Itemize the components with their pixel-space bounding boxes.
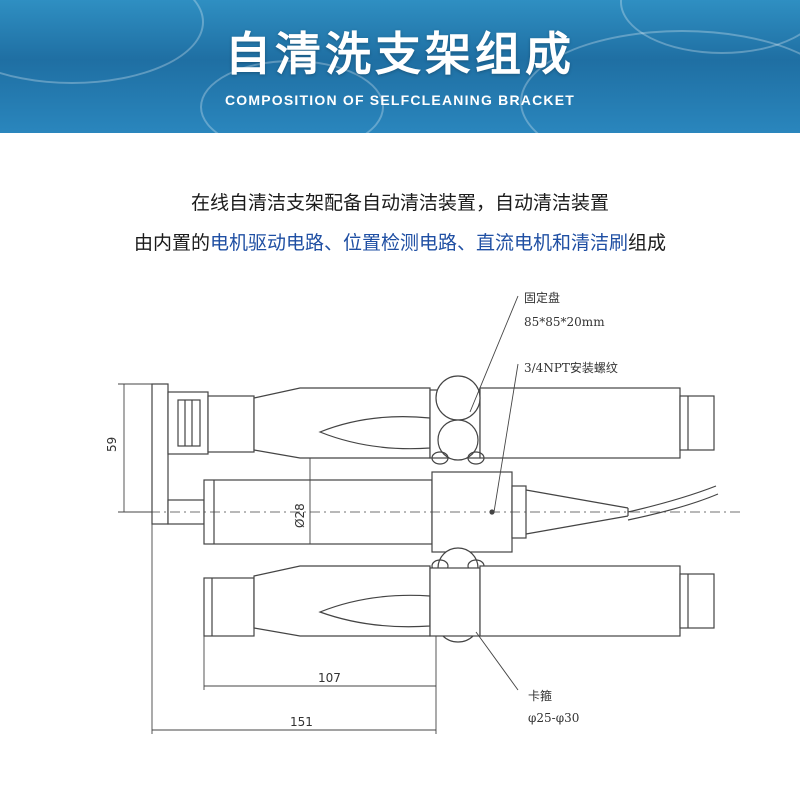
upper-probe: [253, 387, 715, 459]
central-motor: [150, 471, 740, 553]
dim-height-label: 59: [105, 437, 119, 452]
description-line-2: 由内置的电机驱动电路、位置检测电路、直流电机和清洁刷组成: [0, 228, 800, 255]
label-clamp-name: 卡箍: [528, 688, 552, 703]
dim-107-label: 107: [318, 671, 341, 685]
dimension-lines: [118, 383, 437, 734]
description-line-1: 在线自清洁支架配备自动清洁装置，自动清洁装置: [190, 192, 609, 214]
label-clamp-size: φ25-φ30: [528, 711, 579, 725]
banner-title: 自清洗支架组成: [225, 27, 575, 81]
leader-lines: [469, 295, 519, 691]
label-plate-size: 85*85*20mm: [524, 315, 605, 329]
bracket-diagram: 固定盘 85*85*20mm 3/4NPT安装螺纹 卡箍 φ25-φ30 59 …: [105, 290, 740, 734]
dim-151-label: 151: [290, 715, 313, 729]
lower-probe: [203, 565, 715, 637]
description-highlight: 电机驱动电路、位置检测电路、直流电机和清洁刷: [209, 232, 628, 254]
label-thread: 3/4NPT安装螺纹: [524, 360, 618, 375]
header-banner: 自清洗支架组成 COMPOSITION OF SELFCLEANING BRAC…: [0, 0, 800, 133]
description-suffix: 组成: [628, 232, 667, 254]
banner-subtitle: COMPOSITION OF SELFCLEANING BRACKET: [225, 92, 575, 108]
label-plate-name: 固定盘: [524, 290, 560, 305]
description-prefix: 由内置的: [133, 232, 210, 254]
dim-diameter-label: Ø28: [293, 503, 307, 528]
